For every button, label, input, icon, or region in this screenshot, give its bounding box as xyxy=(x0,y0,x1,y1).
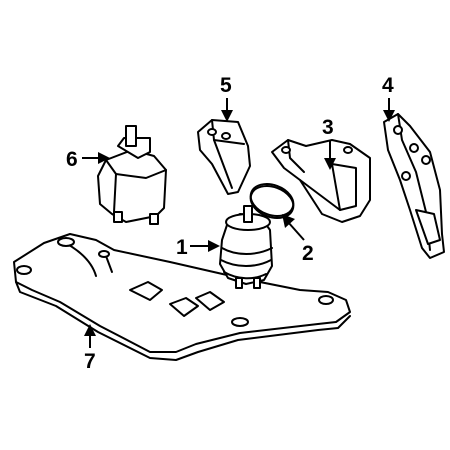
callout-2: 2 xyxy=(282,214,314,265)
transmission-mount-part xyxy=(97,125,167,225)
callout-6: 6 xyxy=(66,148,110,171)
callout-3: 3 xyxy=(322,116,336,170)
crossmember-part xyxy=(13,233,351,361)
callout-3-arrow-icon xyxy=(324,158,336,170)
engine-bracket-left-part xyxy=(383,113,445,259)
callout-1-arrow-icon xyxy=(208,240,220,252)
callout-5: 5 xyxy=(220,74,233,122)
callout-4-label: 4 xyxy=(382,74,394,97)
engine-bracket-right-part xyxy=(271,139,371,223)
heat-shield-disc-part xyxy=(249,183,295,219)
callout-7-arrow-icon xyxy=(84,324,96,336)
callout-2-arrow-icon xyxy=(282,214,295,228)
callout-6-label: 6 xyxy=(66,148,78,171)
callout-2-label: 2 xyxy=(302,242,314,265)
callout-7-label: 7 xyxy=(84,350,96,373)
mount-bracket-part xyxy=(197,119,251,195)
callout-1: 1 xyxy=(176,236,220,259)
callout-6-arrow-icon xyxy=(98,152,110,164)
callout-5-arrow-icon xyxy=(221,110,233,122)
callout-5-label: 5 xyxy=(220,74,232,97)
callout-1-label: 1 xyxy=(176,236,188,259)
callout-4: 4 xyxy=(382,74,395,122)
callout-4-arrow-icon xyxy=(383,110,395,122)
callout-2-leader xyxy=(287,221,305,241)
engine-mount-part xyxy=(219,205,273,289)
callout-7: 7 xyxy=(84,324,96,373)
callout-3-label: 3 xyxy=(322,116,334,139)
